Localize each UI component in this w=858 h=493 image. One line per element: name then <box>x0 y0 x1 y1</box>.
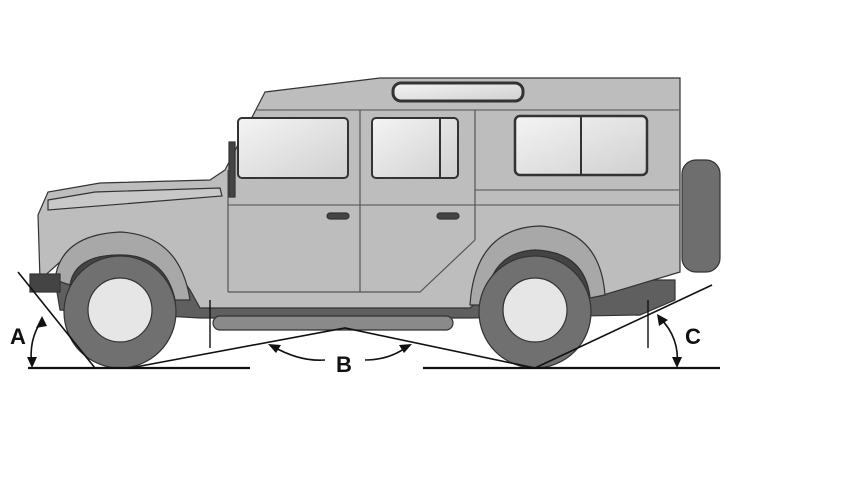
breakover-arc-left <box>271 345 326 362</box>
rear-door-handle <box>436 212 460 220</box>
hood <box>47 187 223 211</box>
roof-window <box>391 81 525 103</box>
front-door-window <box>237 117 349 179</box>
departure-line <box>534 284 713 369</box>
breakover-lines <box>129 327 536 369</box>
front-bumper <box>29 273 61 293</box>
rear-hub <box>502 277 568 343</box>
spare-tire <box>681 159 721 273</box>
front-door-handle <box>326 212 350 220</box>
label-breakover-angle: B <box>336 352 352 377</box>
label-approach-angle: A <box>10 324 26 349</box>
label-departure-angle: C <box>685 324 701 349</box>
rear-door-window <box>371 117 459 179</box>
front-hub <box>87 277 153 343</box>
arrowheads <box>27 314 682 368</box>
side-mirror <box>228 141 236 198</box>
vehicle <box>29 77 721 369</box>
approach-line <box>17 271 96 369</box>
side-step <box>212 315 454 331</box>
